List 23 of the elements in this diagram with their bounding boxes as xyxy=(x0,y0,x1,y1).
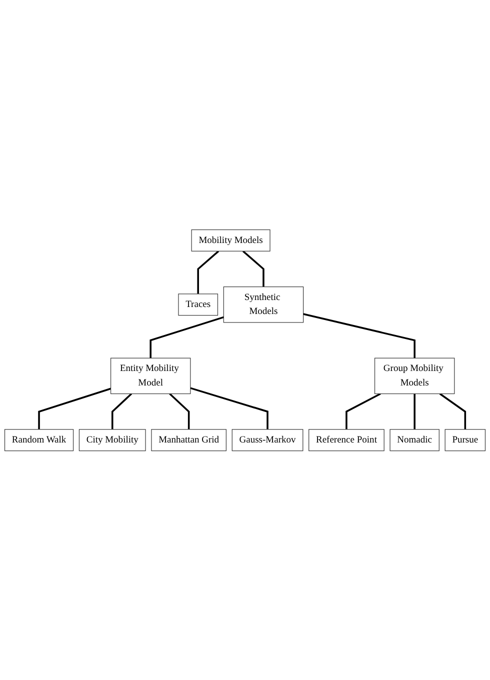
connector xyxy=(414,393,416,430)
connector xyxy=(190,386,268,430)
connector xyxy=(439,392,466,430)
node-box: Mobility Models xyxy=(191,229,270,252)
connector xyxy=(242,250,264,287)
node-box: Entity Mobility Model xyxy=(110,358,191,394)
node-box: Pursue xyxy=(444,428,486,451)
node-box: Gauss-Markov xyxy=(232,428,304,451)
node-box: City Mobility xyxy=(78,428,146,451)
connector xyxy=(346,392,381,430)
node-box: Manhattan Grid xyxy=(151,428,226,451)
node-box: Random Walk xyxy=(4,428,74,451)
node-box: Synthetic Models xyxy=(223,286,304,322)
node-box: Nomadic xyxy=(390,428,440,451)
connector xyxy=(197,250,220,294)
node-box: Traces xyxy=(178,293,218,316)
connector xyxy=(150,316,224,358)
connector xyxy=(38,388,112,430)
connector xyxy=(169,392,190,430)
node-box: Group Mobility Models xyxy=(374,358,455,394)
node-box: Reference Point xyxy=(308,428,384,451)
connector xyxy=(303,312,416,358)
connector xyxy=(111,392,132,430)
